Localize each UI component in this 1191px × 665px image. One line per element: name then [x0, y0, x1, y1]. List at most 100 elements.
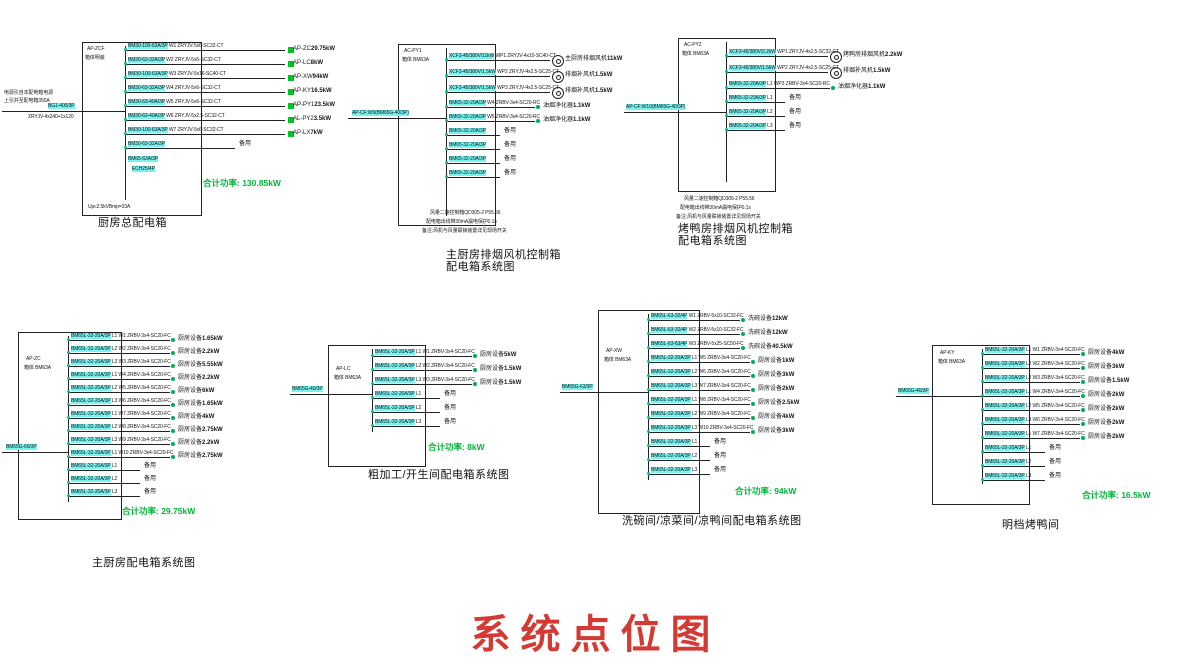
load-marker-dot: [1081, 366, 1085, 370]
panel-caption: 烤鸭房排烟风机控制箱: [678, 223, 793, 235]
note-text: ECH25/4P: [132, 166, 155, 172]
circuit-line: [726, 102, 785, 103]
load-marker-dot: [1081, 436, 1085, 440]
load-label: 厨房设备1.5kW: [1088, 378, 1129, 384]
bus-line: [726, 42, 727, 182]
breaker-label: BM65L-63-32/4P: [651, 313, 688, 319]
junction-dot: [67, 468, 70, 471]
load-name: AP-PY1: [293, 102, 315, 108]
circuit-label-strip: BM65L-63-32/4P W2 ZRBV-5x10-SC32-FC: [651, 327, 744, 333]
breaker-label: BM65L-32-20A/3P: [985, 389, 1025, 395]
circuit-label-strip: BM65L-32-20A/3P L2 W8 ZRBV-3x4-SC20-FC: [71, 424, 171, 430]
circuit-line: [68, 392, 170, 393]
motor-inner-circle: [833, 54, 839, 60]
junction-dot: [725, 54, 728, 57]
circuit-label-strip: XCF3-45/380V/1.5kW WP2 ZRYJV-4x2.5-SC25-…: [449, 69, 559, 75]
load-name: 主厨房排烟风机: [565, 56, 608, 62]
circuit-line: [982, 410, 1080, 411]
circuit-spec-label: L3: [765, 123, 773, 129]
circuit-label-strip: BM65L-32-20A/3P L2 W6 ZRBV-3x4-SC20-FC: [651, 369, 751, 375]
circuit-spec-label: L1 WP3 ZRBV-3x4-SC20-RC: [765, 81, 830, 87]
breaker-label: BM65-32-20A/3P: [449, 128, 486, 134]
load-marker-dot: [536, 119, 540, 123]
load-name: 油烟净化器: [838, 84, 869, 90]
circuit-label-strip: BM65L-32-20A/3P L2: [651, 453, 697, 459]
circuit-label-strip: BM65L-32-20A/3P L2 W5 ZRBV-3x4-SC20-FC: [71, 385, 171, 391]
junction-dot: [445, 175, 448, 178]
junction-dot: [67, 377, 70, 380]
junction-dot: [124, 90, 127, 93]
load-name: 备用: [789, 123, 802, 129]
load-label: 厨房设备2kW: [1088, 392, 1124, 398]
load-kw: 1.5kW: [1112, 378, 1130, 384]
feed-label: BM65G-60/3P: [6, 444, 37, 450]
panel-caption: 主厨房配电箱系统图: [92, 557, 196, 569]
circuit-line: [125, 78, 285, 79]
load-label: 厨房设备2kW: [1088, 406, 1124, 412]
circuit-line: [648, 446, 710, 447]
motor-inner-circle: [555, 58, 561, 64]
load-label: 厨房设备1.5kW: [480, 380, 521, 386]
load-kw: 4kW: [202, 414, 215, 420]
junction-dot: [981, 394, 984, 397]
junction-dot: [981, 352, 984, 355]
breaker-label: BM65-32-20A/3P: [729, 109, 766, 115]
load-kw: 2.2kW: [885, 52, 903, 58]
load-kw: 4kW: [782, 414, 795, 420]
load-kw: 2kW: [1112, 434, 1125, 440]
load-kw: 2kW: [1112, 392, 1125, 398]
circuit-label-strip: BM65L-32-20A/3P L1 W4 ZRBV-3x4-SC20-FC: [985, 389, 1085, 395]
load-kw: 7kW: [310, 130, 323, 136]
load-kw: 5.55kW: [202, 362, 223, 368]
circuit-label-strip: BM65L-32-20A/3P L1 W10 ZRBV-3x4-SC20-FC: [71, 450, 174, 456]
circuit-spec-label: L2 W2 ZRBV-3x4-SC20-FC: [110, 346, 171, 352]
load-marker-dot: [473, 354, 477, 358]
circuit-spec-label: L1: [1024, 445, 1032, 451]
load-label: 厨房设备6kW: [178, 388, 214, 394]
junction-dot: [67, 351, 70, 354]
load-name: 排烟补风机: [565, 88, 596, 94]
circuit-label-strip: BM65-32-20A/3P: [449, 142, 486, 148]
bus-line: [125, 46, 126, 200]
bus-line: [68, 336, 69, 502]
circuit-label-strip: BM65L-32-20A/3P L2: [71, 476, 117, 482]
motor-symbol: [552, 87, 564, 99]
load-name: 厨房设备: [758, 386, 783, 392]
circuit-spec-label: W6 ZRYJV-5x2.5-SC32-CT: [164, 113, 225, 119]
junction-dot: [725, 114, 728, 117]
load-marker-dot: [751, 430, 755, 434]
load-name: AP-ZC: [293, 46, 311, 52]
circuit-line: [648, 334, 740, 335]
total-power-label: 合计功率: 94kW: [735, 486, 797, 496]
circuit-label-strip: BM65L-32-20A/3P L3: [651, 467, 697, 473]
circuit-spec-label: L3 W9 ZRBV-3x4-SC20-FC: [110, 437, 171, 443]
circuit-line: [648, 474, 710, 475]
circuit-label-strip: XCF3-45/380V/1.5kW WP3 ZRYJV-4x2.5-SC25-…: [449, 85, 559, 91]
circuit-label-strip: BM65L-32-20A/3P L3 W3 ZRBV-3x4-SC20-FC: [375, 377, 475, 383]
junction-dot: [981, 408, 984, 411]
load-name: 备用: [504, 170, 517, 176]
load-name: 厨房设备: [178, 414, 203, 420]
load-label: 备用: [714, 453, 726, 459]
panel-caption: 粗加工/开生间配电箱系统图: [368, 469, 510, 481]
circuit-line: [125, 120, 285, 121]
bus-line: [446, 48, 447, 216]
breaker-label: BM65L-32-20A/3P: [71, 476, 111, 482]
feed-line: [348, 118, 446, 119]
load-marker-dot: [751, 402, 755, 406]
circuit-spec-label: L2: [414, 405, 422, 411]
load-kw: 1kW: [782, 358, 795, 364]
circuit-line: [125, 148, 235, 149]
circuit-line: [68, 379, 170, 380]
circuit-label-strip: BM65L-32-20A/3P L1 W5 ZRBV-3x4-SC20-FC: [651, 355, 751, 361]
load-name: AP-LC: [293, 60, 311, 66]
load-name: 备用: [1049, 459, 1062, 465]
load-label: 洗碗设备40.5kW: [748, 344, 793, 350]
load-name: AL-PY2: [293, 116, 314, 122]
load-kw: 11kW: [607, 56, 623, 62]
panel-caption: 明档烤鸭间: [1002, 519, 1060, 531]
circuit-spec-label: WP3 ZRYJV-4x2.5-SC25-CT: [495, 85, 559, 91]
load-name: 厨房设备: [178, 440, 203, 446]
junction-dot: [67, 338, 70, 341]
circuit-spec-label: L3: [1024, 473, 1032, 479]
